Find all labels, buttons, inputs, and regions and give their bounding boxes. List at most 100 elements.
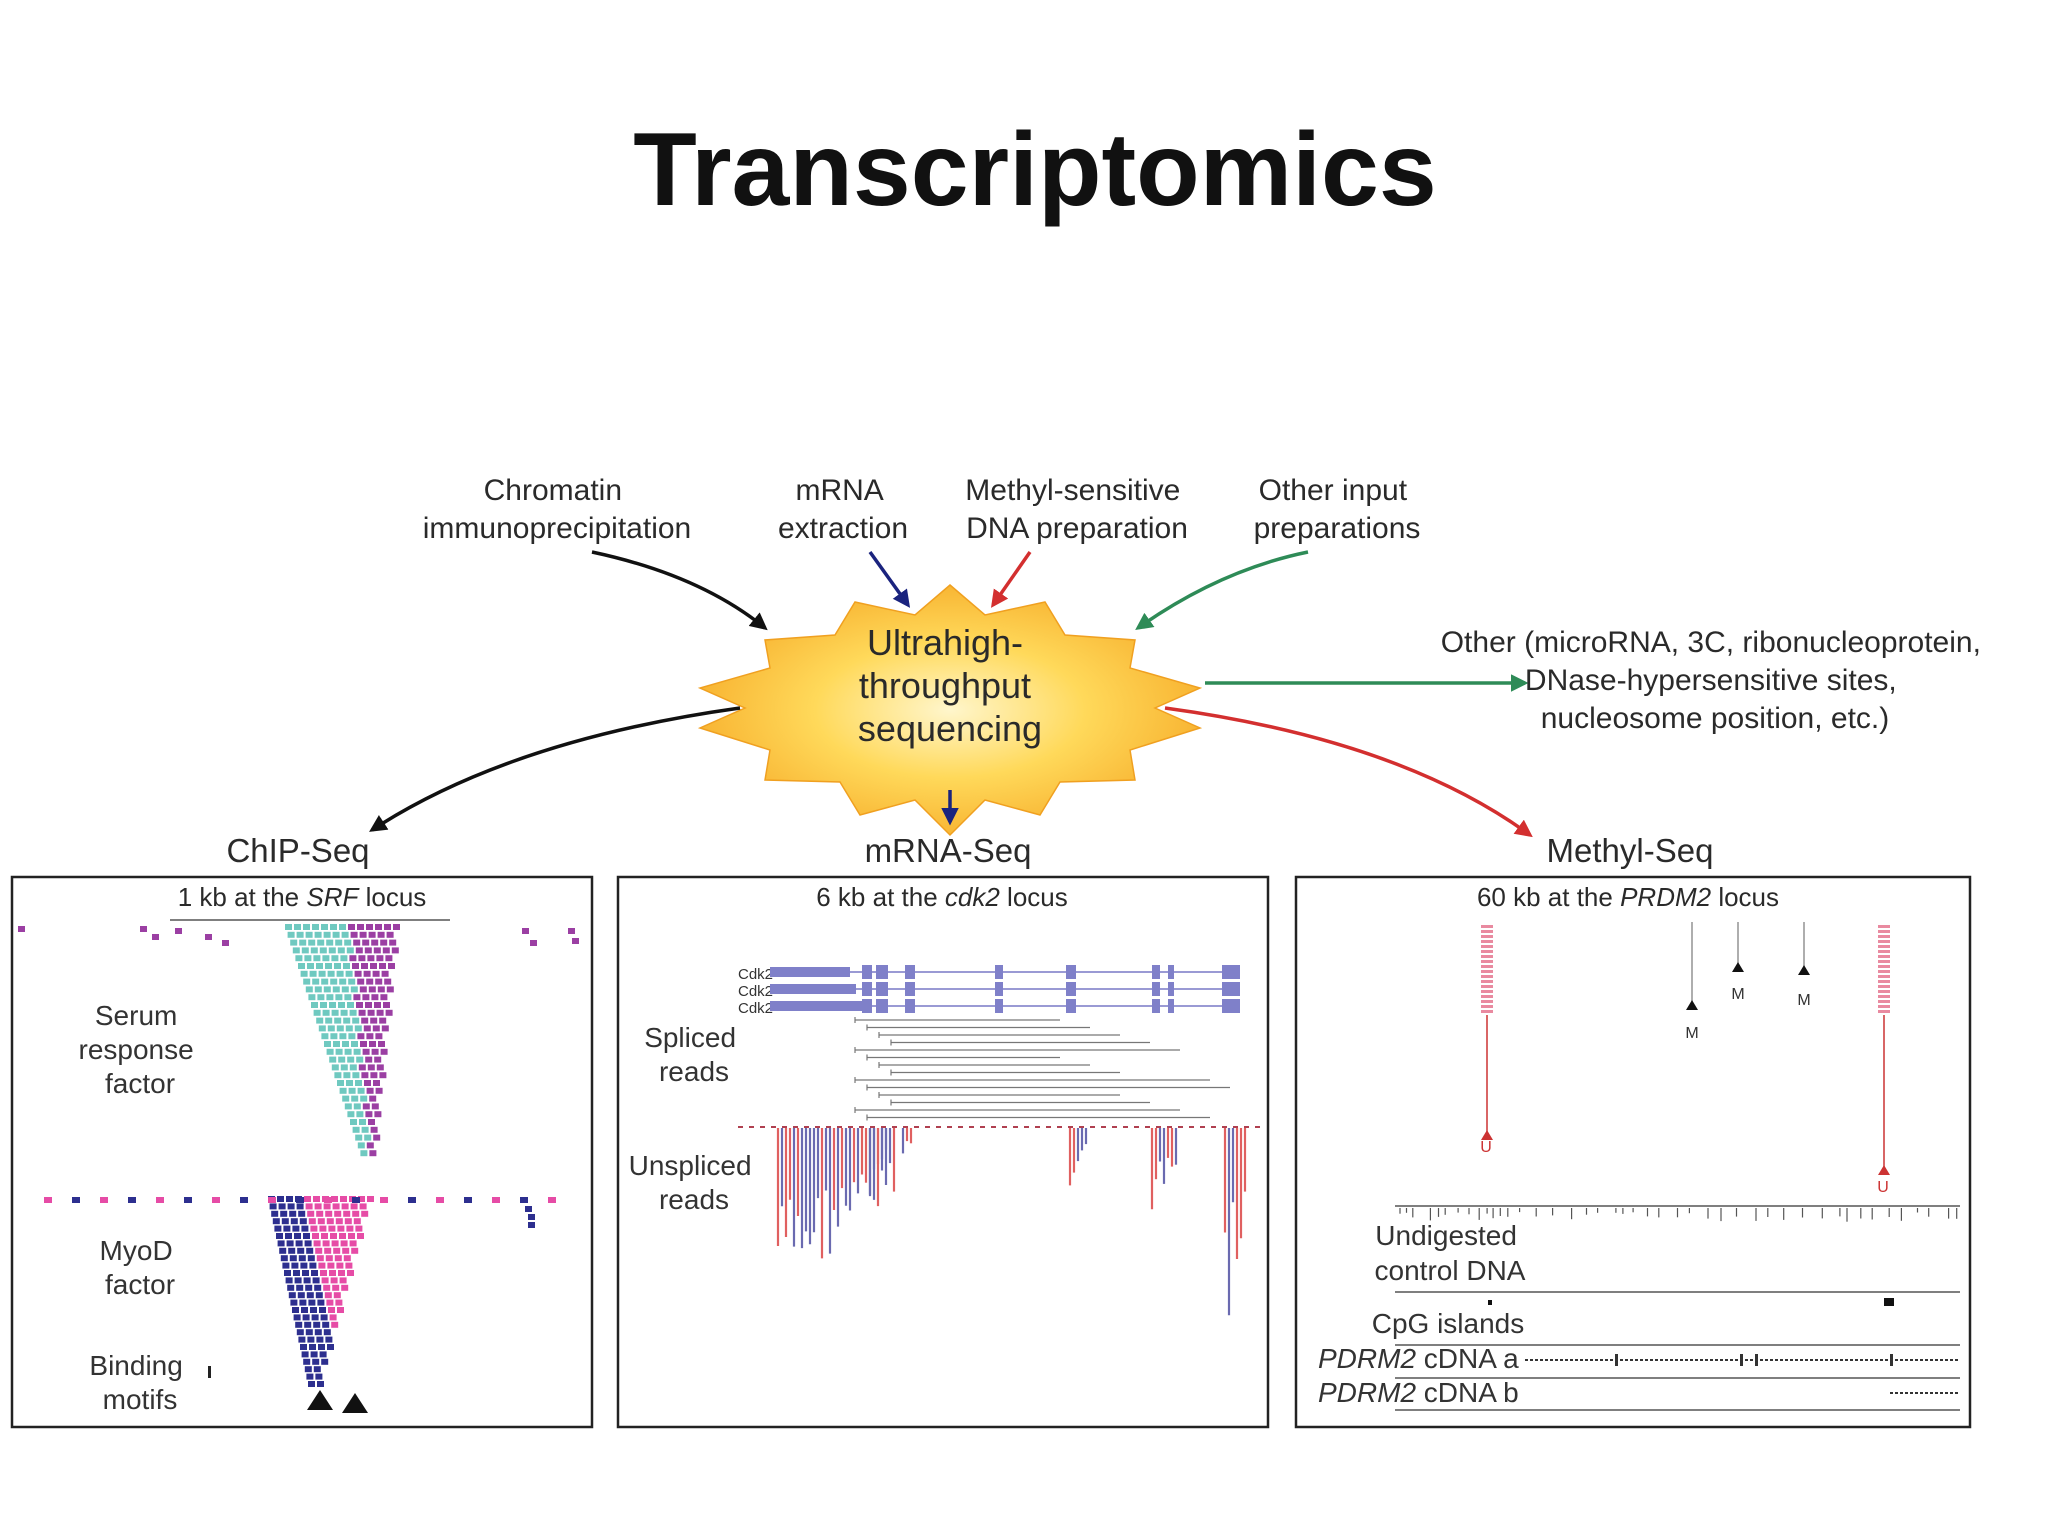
myod-read [280,1255,288,1262]
myod-read [353,1218,361,1225]
srf-read [340,955,348,962]
methyl-read [1481,955,1493,958]
srf-read [140,926,147,932]
srf-read [357,978,365,985]
srf-read [308,939,316,946]
srf-read [361,1072,369,1079]
input-mrna-label: mRNA extraction [778,474,908,545]
arrow-to-chip-seq [369,706,741,832]
srf-read [344,994,352,1001]
methyl-read [1481,965,1493,968]
chip-read-stacks [18,924,579,1387]
srf-read [364,1134,372,1141]
srf-read [344,1103,352,1110]
myod-read [321,1233,328,1239]
srf-read [340,1009,348,1016]
methyl-read [1878,965,1890,968]
myod-read [352,1197,360,1203]
srf-read [365,1002,372,1008]
srf-read [339,924,346,930]
srf-read [307,963,314,969]
myod-read [300,1344,307,1350]
myod-read [314,1284,322,1291]
srf-read [329,1002,336,1008]
exon-block [905,982,915,996]
myod-read [313,1196,320,1202]
srf-read [312,924,319,930]
srf-read [324,1041,331,1047]
marker-u-2: U [1877,1179,1889,1196]
methyl-read [1481,995,1493,998]
srf-read [362,939,370,946]
srf-read [371,1103,379,1110]
srf-read [348,1033,356,1040]
myod-read [296,1203,304,1210]
srf-read [386,986,394,993]
srf-read [375,978,383,985]
myod-read [328,1307,335,1313]
myod-read [283,1225,291,1232]
srf-read [352,963,359,969]
exon-block [1152,965,1160,979]
myod-read [128,1197,136,1203]
srf-read [331,1009,339,1016]
srf-read [175,928,182,934]
arrow-methyl [990,550,1032,608]
marker-m-1: M [1685,1025,1698,1042]
srf-read [374,1056,382,1063]
myod-read [268,1197,276,1203]
srf-read [375,924,382,930]
myod-read [343,1210,351,1217]
exon-block [1066,999,1076,1013]
srf-read [356,1111,364,1118]
myod-read [336,1262,344,1269]
srf-read [318,970,326,977]
srf-read [326,994,334,1001]
methyl-read [1878,960,1890,963]
exon-block [1152,999,1160,1013]
srf-read [367,1009,375,1016]
myod-read [272,1218,280,1225]
myod-read [340,1196,347,1202]
myod-read [355,1225,363,1232]
srf-read [357,1142,365,1149]
methyl-read [1878,925,1890,928]
methyl-read [1878,970,1890,973]
srf-read [358,1009,366,1016]
srf-read [308,994,316,1001]
myod-read [277,1240,285,1247]
binding-motif-triangle-2 [342,1393,368,1413]
methyl-read [1481,985,1493,988]
arrow-other-input [1135,550,1309,631]
srf-read [347,1056,355,1063]
myod-read [304,1196,311,1202]
methyl-read [1878,950,1890,953]
srf-read [369,1095,377,1102]
myod-read [310,1351,318,1358]
myod-read [280,1210,288,1217]
myod-read [320,1270,327,1276]
myod-read [308,1381,315,1387]
input-other-label: Other input preparations [1254,474,1421,545]
exon-block [1168,965,1174,979]
srf-read [349,1009,357,1016]
myod-read [315,1247,323,1254]
myod-read [304,1366,312,1373]
srf-read [372,970,380,977]
methyl-read [1481,1005,1493,1008]
myod-read [298,1255,306,1262]
srf-read [391,947,399,954]
srf-read [321,924,328,930]
myod-read [528,1222,535,1228]
methyl-read [1481,1000,1493,1003]
myod-read [288,1292,296,1299]
myod-read [380,1197,388,1203]
srf-read [359,931,367,938]
srf-read [374,1111,382,1118]
exon-block [876,982,888,996]
myod-read [328,1225,336,1232]
myod-read [297,1292,305,1299]
myod-read [330,1233,337,1239]
myod-read [331,1196,338,1202]
myod-read [322,1321,330,1328]
